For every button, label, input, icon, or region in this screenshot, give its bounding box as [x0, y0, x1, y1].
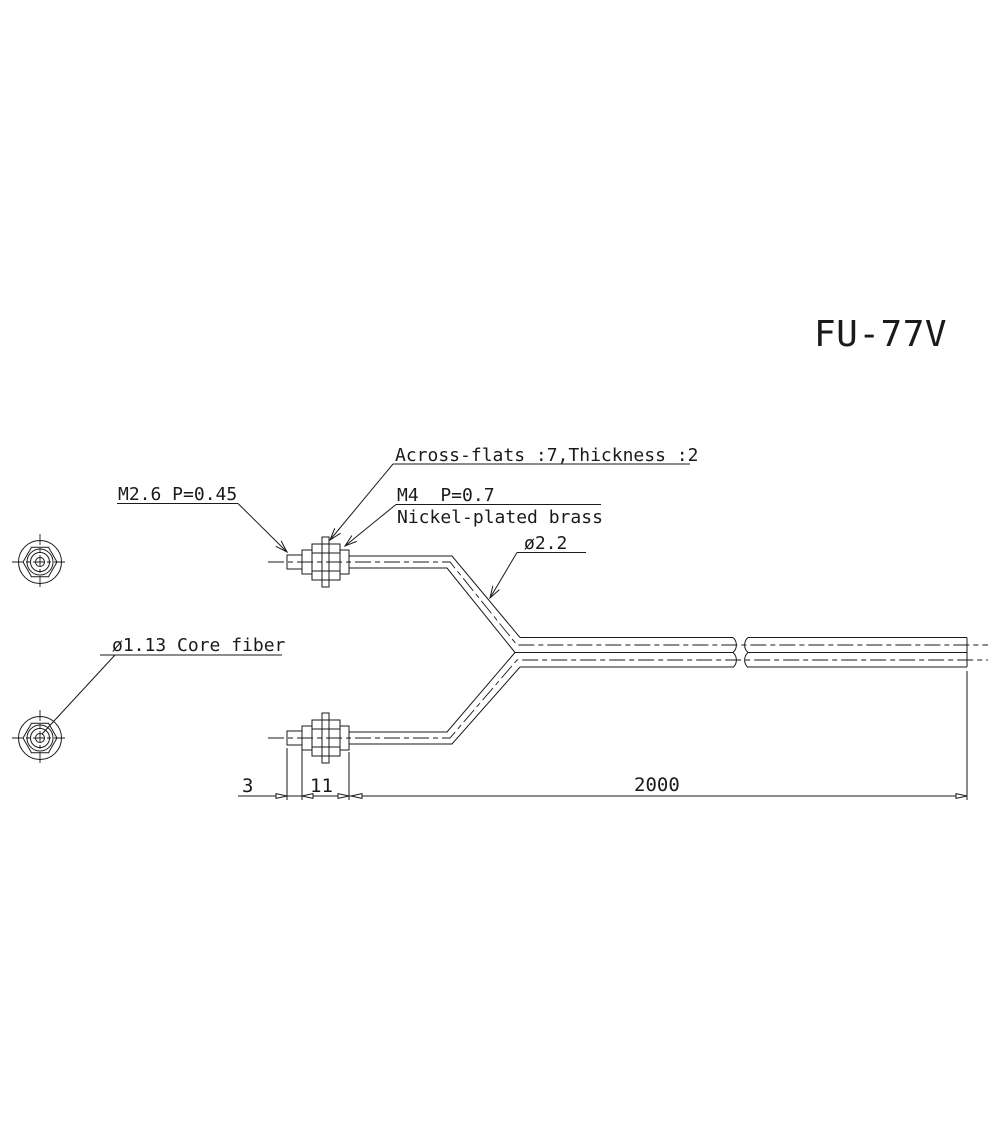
dim-cable-length: 2000: [634, 774, 680, 796]
across-flats-leader: [328, 463, 394, 542]
dim-arrow: [275, 792, 288, 800]
end-view-top: [11, 533, 69, 591]
upper-branch-cable: [349, 555, 521, 653]
lower-branch-cable: [349, 652, 521, 745]
across-flats-label: Across-flats :7,Thickness :2: [395, 445, 698, 466]
dimension-chain: 3 11 2000: [238, 671, 968, 800]
dim-arrow: [337, 792, 350, 800]
callout-thread-small: M2.6 P=0.45: [117, 484, 289, 554]
dim-arrow: [955, 792, 968, 800]
thread-small-leader: [237, 503, 289, 554]
thread-small-label: M2.6 P=0.45: [118, 484, 237, 505]
cable-break: [732, 637, 749, 668]
dim-body-length: 11: [310, 775, 333, 797]
centerlines: [268, 561, 988, 739]
drawing-title: FU-77V: [814, 314, 947, 355]
callout-core-fiber: ø1.13 Core fiber: [41, 635, 286, 735]
upper-centerline: [268, 561, 988, 646]
dim-arrow: [350, 792, 363, 800]
core-fiber-label: ø1.13 Core fiber: [112, 635, 286, 656]
cable-diameter-label: ø2.2: [524, 533, 567, 554]
thread-main-leader: [343, 504, 397, 548]
material-label: Nickel-plated brass: [397, 507, 603, 528]
callout-thread-main: M4 P=0.7 Nickel-plated brass: [343, 485, 603, 548]
cable-diameter-leader: [489, 552, 518, 600]
dim-tip-length: 3: [242, 775, 253, 797]
duplex-cable: [515, 637, 968, 668]
end-view-bottom: [11, 709, 69, 767]
core-fiber-leader: [41, 654, 116, 735]
dim-arrow: [301, 792, 314, 800]
callout-cable-diameter: ø2.2: [489, 533, 586, 600]
thread-main-label: M4 P=0.7: [397, 485, 495, 506]
callout-across-flats: Across-flats :7,Thickness :2: [328, 445, 698, 542]
lower-centerline: [268, 659, 988, 739]
